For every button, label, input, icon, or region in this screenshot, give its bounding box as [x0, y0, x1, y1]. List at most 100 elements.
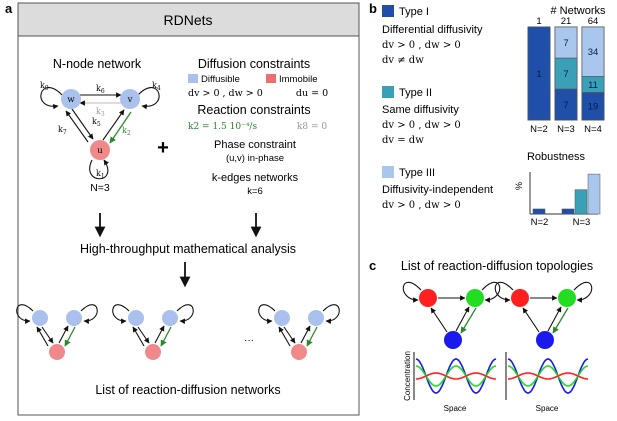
node-v-label: v [127, 95, 133, 105]
edge-label-k4: k4 [152, 81, 161, 92]
type3-title: Type III [399, 167, 435, 179]
networks-bar-value: 1 [536, 69, 541, 80]
topo-loop-red [494, 281, 514, 303]
edge-label-k9: k9 [40, 81, 49, 92]
topo-loop-red [402, 281, 422, 303]
mini-network-2 [112, 304, 194, 360]
topo-concentration-curve [415, 365, 497, 387]
loop-u [89, 159, 109, 180]
mini-node-w [274, 310, 290, 326]
edge-u-v [102, 109, 125, 141]
kedges-sub: k=6 [247, 186, 263, 197]
topo-edge-blue-red [430, 307, 448, 333]
mini-node-w [128, 310, 144, 326]
rdnets-title: RDNets [163, 12, 212, 28]
network-list [16, 304, 340, 360]
type3-eq1: dv > 0 , dw > 0 [382, 200, 461, 211]
phase-sub: (u,v) in-phase [226, 153, 284, 164]
node-u [90, 140, 110, 160]
topo-edge-blue-red [522, 307, 540, 333]
kedges-title: k-edges networks [212, 172, 299, 184]
plus-sign: + [157, 137, 169, 159]
mini-node-v [308, 310, 324, 326]
robustness-chart-title: Robustness [527, 151, 586, 163]
networks-bar-value: 7 [563, 38, 568, 49]
n-label: N=3 [90, 182, 110, 194]
topo-concentration-curve [507, 358, 589, 394]
node-w-label: w [67, 95, 75, 105]
topo-concentration-curve [507, 372, 589, 380]
robustness-bar [587, 173, 601, 215]
networks-bar-value: 7 [563, 100, 568, 111]
panel-a-label: a [5, 1, 13, 16]
panel-b-label: b [369, 1, 377, 16]
edge-u-w [65, 110, 89, 143]
mini-loop-w [16, 304, 34, 324]
networks-category-label: N=2 [530, 124, 548, 135]
topo-node-green [558, 289, 576, 307]
mini-edge-u-v [58, 325, 69, 344]
edge-v-u [109, 111, 132, 144]
diffusible-label: Diffusible [201, 74, 240, 85]
mini-edge-u-w [36, 326, 49, 347]
panel-c-title: List of reaction-diffusion topologies [401, 259, 593, 273]
mini-edge-u-w [132, 326, 145, 347]
topo-concentration-curve [507, 365, 589, 387]
networks-category-label: N=4 [584, 124, 602, 135]
diff-eq1: dv > 0 , dw > 0 [188, 88, 263, 99]
edge-w-u [71, 108, 94, 140]
topo-node-green [466, 289, 484, 307]
networks-total-label: 64 [588, 16, 599, 27]
mini-edge-v-u [64, 326, 76, 347]
mini-node-v [162, 310, 178, 326]
topology-2: Space [494, 281, 593, 413]
type2-title: Type II [399, 87, 432, 99]
topo-loop-green [573, 281, 593, 303]
analysis-label: High-throughput mathematical analysis [80, 242, 296, 256]
mini-node-u [145, 344, 161, 360]
type2-desc: Same diffusivity [382, 104, 459, 116]
edge-label-k1: k1 [96, 169, 105, 180]
mini-network-3 [258, 304, 340, 360]
topo-node-blue [444, 331, 462, 349]
robustness-category-label: N=3 [573, 217, 591, 228]
type1-desc: Differential diffusivity [382, 24, 483, 36]
three-node-network: w v u k9 k6 k4 k3 k5 k7 k2 k1 [40, 81, 161, 180]
type1-swatch [382, 5, 394, 17]
robustness-bar [532, 208, 546, 215]
mini-loop-w [112, 304, 130, 324]
robustness-bar [561, 208, 575, 215]
type1-eq2: dv ≠ dw [382, 55, 424, 66]
mini-edge-w-u [137, 326, 150, 344]
topo-edge-blue-green [547, 306, 562, 332]
diffusible-swatch [188, 74, 198, 83]
loop-v [137, 87, 160, 110]
mini-edge-w-u [41, 326, 54, 344]
mini-node-u [291, 344, 307, 360]
edge-label-k5: k5 [92, 117, 101, 128]
type3-desc: Diffusivity-independent [382, 184, 493, 196]
networks-bar-segment [581, 26, 605, 77]
topo-node-blue [536, 331, 554, 349]
react-eq1: k2 = 1.5 10⁻⁴/s [188, 122, 257, 132]
reaction-title: Reaction constraints [197, 103, 310, 117]
panel-a-header-bar [17, 2, 360, 37]
mini-node-v [66, 310, 82, 326]
mini-node-w [32, 310, 48, 326]
topo-ylabel: Concentration [403, 351, 412, 401]
topo-node-red [511, 289, 529, 307]
type2-eq2: dv = dw [382, 135, 424, 146]
mini-node-u [49, 344, 65, 360]
type1-title: Type I [399, 6, 429, 18]
ellipsis: ··· [244, 335, 254, 346]
edge-label-k2: k2 [122, 126, 131, 137]
topo-xlabel: Space [536, 404, 559, 413]
mini-edge-v-u [306, 326, 318, 347]
type2-eq1: dv > 0 , dw > 0 [382, 120, 461, 131]
networks-chart-title: # Networks [550, 5, 606, 17]
mini-edge-v-u [160, 326, 172, 347]
topo-loop-green [481, 281, 501, 303]
edge-label-k6: k6 [96, 84, 105, 95]
